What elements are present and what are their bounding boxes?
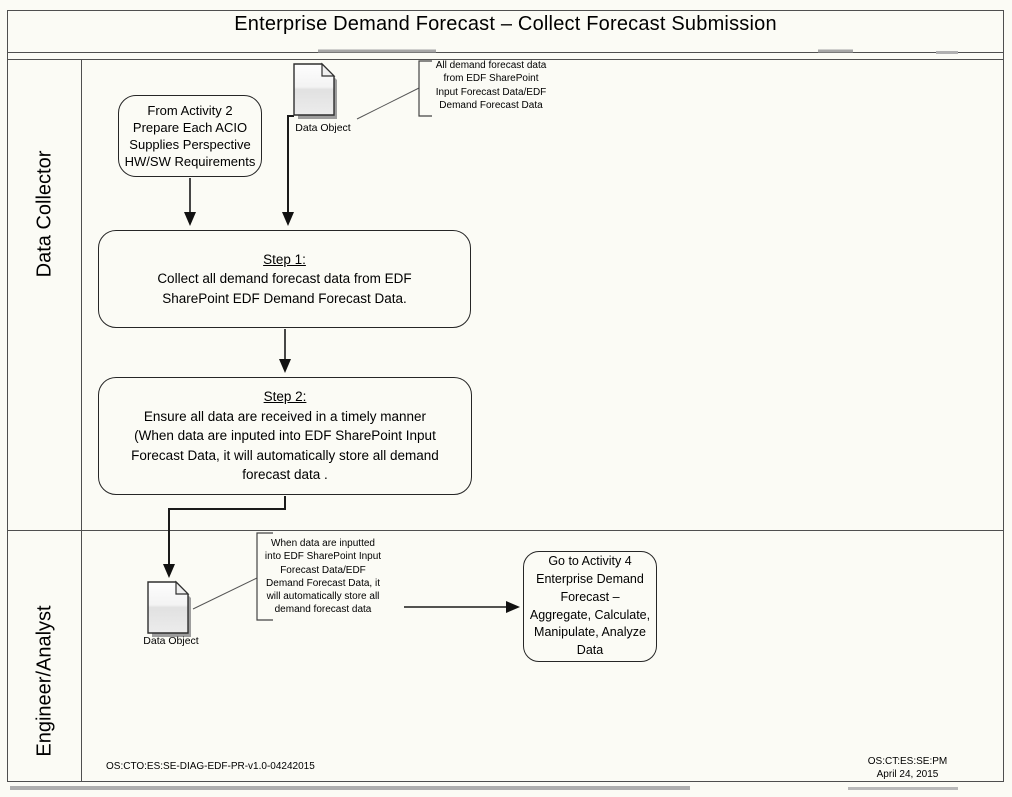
step-1-heading: Step 1:	[263, 251, 306, 267]
title-separator-line	[7, 52, 1004, 53]
diagram-frame	[7, 10, 1004, 782]
lane-label-data-collector: Data Collector	[33, 150, 56, 278]
data-object-2-label: Data Object	[143, 635, 199, 647]
data-object-1-label: Data Object	[295, 122, 351, 134]
data-object-1-document-icon	[293, 62, 337, 119]
lane-divider-line	[7, 530, 1004, 531]
lane-label-column-divider	[81, 59, 82, 782]
pool-top-line	[7, 59, 1004, 60]
diagram-title: Enterprise Demand Forecast – Collect For…	[234, 13, 777, 35]
footer-document-id: OS:CTO:ES:SE-DIAG-EDF-PR-v1.0-04242015	[106, 761, 315, 772]
step-2-heading: Step 2:	[263, 389, 307, 405]
frame-bottom-shadow	[10, 786, 690, 790]
data-object-2-document-icon	[147, 580, 191, 637]
frame-bottom-shadow	[848, 787, 958, 790]
node-step-2: Step 2: Ensure all data are received in …	[98, 377, 472, 495]
node-step-1: Step 1: Collect all demand forecast data…	[98, 230, 471, 328]
lane-label-engineer-analyst: Engineer/Analyst	[33, 605, 56, 757]
step-1-body: Collect all demand forecast data from ED…	[157, 271, 412, 306]
step-2-body: Ensure all data are received in a timely…	[131, 408, 439, 483]
